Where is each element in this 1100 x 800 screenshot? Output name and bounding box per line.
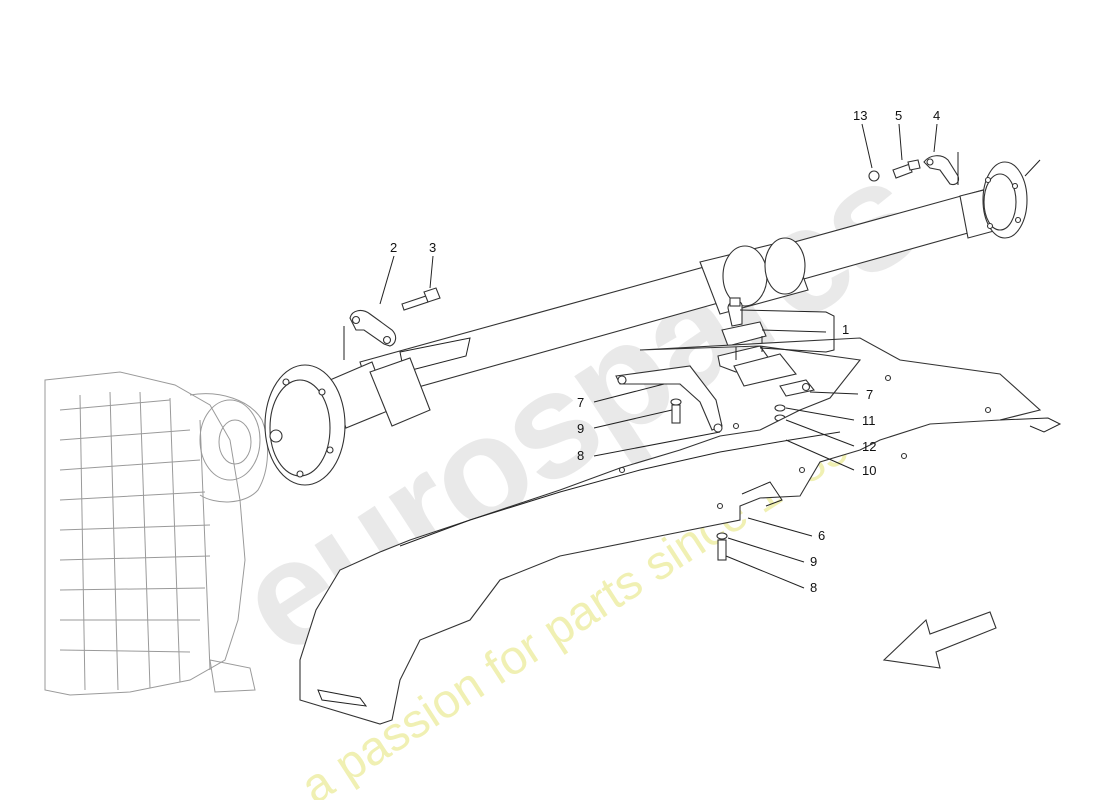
underbody-heat-shield — [299, 337, 1062, 725]
callout-12: 12 — [862, 439, 876, 454]
callout-3: 3 — [429, 240, 436, 255]
part-7-bracket-right — [779, 379, 815, 397]
callout-7-left: 7 — [577, 395, 584, 410]
callout-13: 13 — [853, 108, 867, 123]
part-13-nut — [868, 170, 880, 182]
callout-labels: 2 3 13 5 4 1 7 9 8 7 11 12 10 6 9 8 — [390, 108, 940, 595]
propeller-shaft — [329, 185, 1006, 429]
front-direction-arrow-icon — [882, 611, 997, 669]
callout-9-left: 9 — [577, 421, 584, 436]
transmission-housing — [44, 371, 269, 696]
part-3-bolt — [401, 287, 441, 311]
callout-7-right: 7 — [866, 387, 873, 402]
callout-6: 6 — [818, 528, 825, 543]
part-4-clamp — [923, 152, 960, 186]
part-5-stud — [892, 159, 921, 179]
front-flexible-coupling — [264, 364, 346, 486]
callout-11: 11 — [862, 413, 876, 428]
callout-9-lower: 9 — [810, 554, 817, 569]
callout-1: 1 — [842, 322, 849, 337]
callout-5: 5 — [895, 108, 902, 123]
rear-flexible-coupling — [982, 159, 1041, 239]
callout-8-left: 8 — [577, 448, 584, 463]
washer-and-bolt-stack-left — [670, 398, 682, 424]
part-2-clamp — [343, 309, 397, 360]
callout-4: 4 — [933, 108, 940, 123]
washer-and-bolt-stack-lower — [716, 532, 728, 561]
callout-2: 2 — [390, 240, 397, 255]
callout-8-lower: 8 — [810, 580, 817, 595]
leader-lines — [379, 123, 938, 589]
callout-10: 10 — [862, 463, 876, 478]
